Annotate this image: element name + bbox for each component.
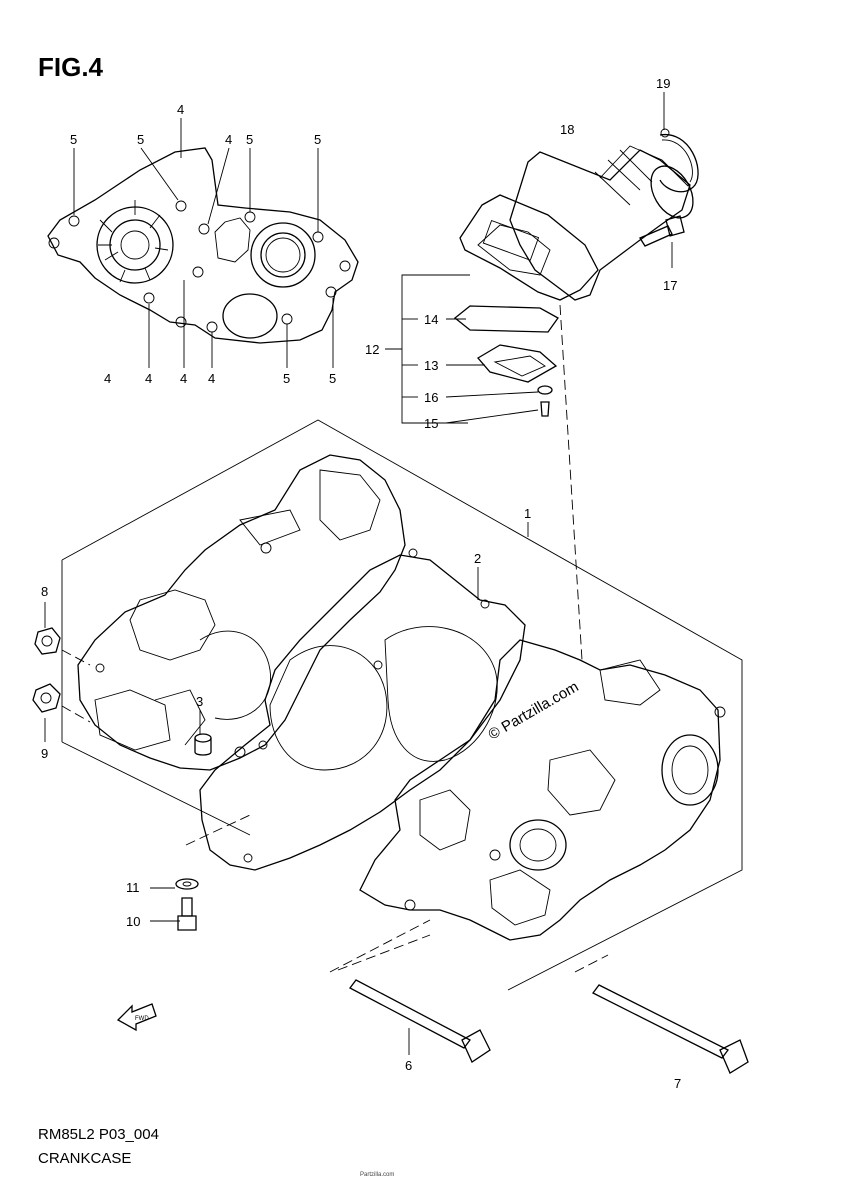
- figure-title: FIG.4: [38, 52, 104, 82]
- callout-12: 12: [365, 342, 379, 357]
- intake-alignment-line: [559, 304, 583, 661]
- callout-11: 11: [126, 880, 140, 895]
- intake-bolt-part: [639, 215, 685, 247]
- callout-3: 3: [196, 694, 203, 709]
- callout-6: 6: [405, 1058, 412, 1073]
- callout-4-bottom-1: 4: [104, 371, 111, 386]
- callout-9: 9: [41, 746, 48, 761]
- callout-5-bottom-2: 5: [329, 371, 336, 386]
- callout-5-top-2: 5: [137, 132, 144, 147]
- watermark-text: © Partzilla.com: [486, 678, 582, 743]
- reed-screw-part: [537, 385, 553, 417]
- short-bolt-part: [177, 897, 197, 931]
- crankcase-gasket-part: [199, 548, 526, 871]
- callout-8: 8: [41, 584, 48, 599]
- callout-4-cover-top: 4: [177, 102, 184, 117]
- intake-clamp-part: [659, 128, 699, 193]
- callout-13: 13: [424, 358, 438, 373]
- cover-leader-lines: [73, 118, 334, 368]
- reed-gasket-part: [453, 305, 559, 333]
- callout-17: 17: [663, 278, 677, 293]
- diagram-code-label: RM85L2 P03_004: [38, 1126, 159, 1143]
- forward-arrow-icon: FWD: [116, 1003, 157, 1032]
- callout-19: 19: [656, 76, 670, 91]
- main-leader-lines: [44, 522, 529, 922]
- callout-14: 14: [424, 312, 438, 327]
- callout-10: 10: [126, 914, 140, 929]
- callout-18: 18: [560, 122, 574, 137]
- callout-2: 2: [474, 551, 481, 566]
- crankcase-bolt-dash: [337, 934, 431, 971]
- crankcase-cover-part: [47, 147, 359, 344]
- nut-part: [34, 627, 61, 655]
- reed-valve-group-bracket: [385, 274, 539, 424]
- long-bolt-6-part: [329, 919, 491, 1063]
- callout-5-top-3: 5: [246, 132, 253, 147]
- callout-1: 1: [524, 506, 531, 521]
- callout-5-top-4: 5: [314, 132, 321, 147]
- crankcase-outline-box: [61, 419, 743, 991]
- flange-nut-part: [32, 683, 61, 713]
- callout-4-cover-mid: 4: [225, 132, 232, 147]
- callout-16: 16: [424, 390, 438, 405]
- callout-4-bottom-4: 4: [208, 371, 215, 386]
- dowel-pin-part: [194, 733, 212, 756]
- reed-plate-part: [477, 344, 558, 383]
- intake-pipe-part: [459, 145, 694, 301]
- forward-arrow-label: FWD: [135, 1016, 149, 1022]
- callout-7: 7: [674, 1076, 681, 1091]
- crankcase-left-half-part: [77, 454, 406, 771]
- callout-4-bottom-2: 4: [145, 371, 152, 386]
- long-bolt-7-part: [574, 954, 749, 1074]
- callout-15: 15: [424, 416, 438, 431]
- washer-part: [175, 878, 199, 890]
- crankcase-right-half-part: [359, 639, 726, 941]
- callout-4-bottom-3: 4: [180, 371, 187, 386]
- callout-labels: 1 2 3 4 4 4 4 4 4 5 5 5 5 5 5 6 7 8 9 10…: [41, 76, 681, 1091]
- callout-5-top-1: 5: [70, 132, 77, 147]
- footer-note: Partzilla.com: [360, 1172, 395, 1178]
- section-name-label: CRANKCASE: [38, 1150, 132, 1167]
- callout-5-bottom-1: 5: [283, 371, 290, 386]
